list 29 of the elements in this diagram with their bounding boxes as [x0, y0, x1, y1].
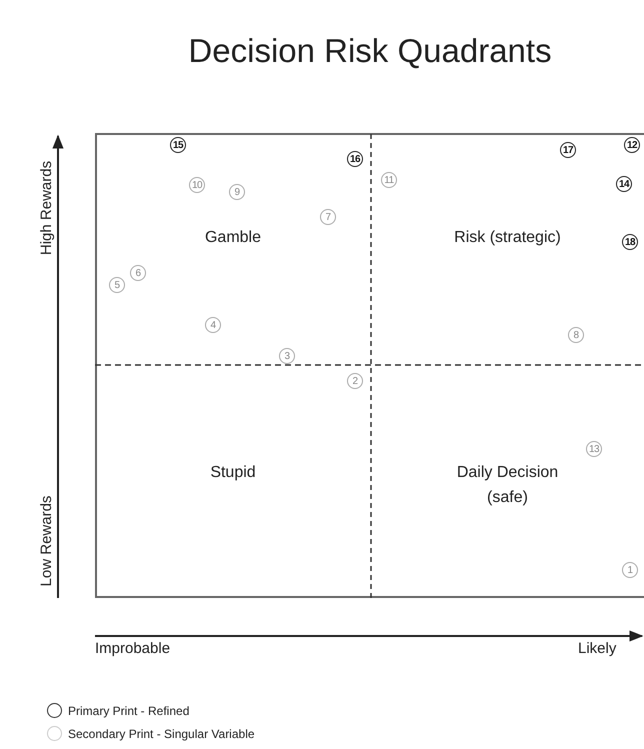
numbered-circle: 10 [189, 177, 205, 193]
numbered-circle: 6 [130, 265, 146, 281]
quadrant-label: Daily Decision (safe) [456, 463, 560, 508]
numbered-circle: 3 [279, 348, 295, 364]
numbered-circle: 18 [622, 234, 638, 250]
numbered-circle: 15 [170, 137, 186, 153]
quadrant-label: Risk (strategic) [453, 228, 562, 248]
axis-label: Low Rewards [37, 494, 56, 588]
quadrant-label: Gamble [204, 228, 262, 248]
axis-label: Improbable [95, 640, 170, 657]
numbered-circle: 11 [381, 172, 397, 188]
numbered-circle: 7 [320, 209, 336, 225]
numbered-circle: 9 [229, 184, 245, 200]
quadrant-label: Stupid [209, 463, 257, 483]
numbered-circle: 2 [347, 373, 363, 389]
numbered-circle: 1 [622, 562, 638, 578]
numbered-circle: 14 [616, 176, 632, 192]
numbered-circle: 13 [586, 441, 602, 457]
numbered-circle: 5 [109, 277, 125, 293]
legend-text: Secondary Print - Singular Variable [68, 726, 255, 740]
axis-label: High Rewards [37, 160, 56, 258]
legend-text: Primary Print - Refined [68, 704, 190, 718]
numbered-circle: 16 [347, 151, 363, 167]
numbered-circle: 4 [205, 317, 221, 333]
numbered-circle: 17 [560, 142, 576, 158]
axis-label: Likely [578, 640, 616, 657]
numbered-circle: 12 [624, 137, 640, 153]
numbered-circle: 8 [568, 327, 584, 343]
chart-title: Decision Risk Quadrants [187, 32, 553, 70]
